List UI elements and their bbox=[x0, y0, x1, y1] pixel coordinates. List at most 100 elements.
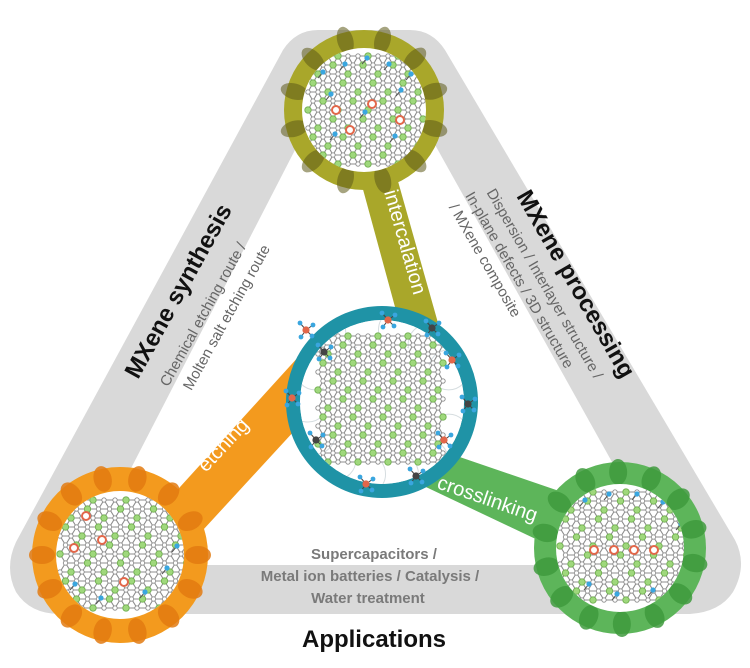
atom bbox=[360, 414, 366, 420]
ion bbox=[384, 316, 392, 324]
atom bbox=[62, 560, 69, 566]
atom bbox=[325, 369, 331, 375]
atom-tip bbox=[310, 322, 316, 328]
atom-tip bbox=[459, 394, 465, 400]
atom bbox=[117, 596, 124, 602]
atom bbox=[365, 387, 371, 393]
atom bbox=[340, 116, 346, 122]
atom bbox=[639, 498, 646, 504]
atom-tip bbox=[370, 476, 376, 482]
atom bbox=[606, 516, 613, 522]
petals-right bbox=[532, 459, 708, 637]
atom bbox=[340, 378, 346, 384]
atom bbox=[400, 62, 406, 68]
atom bbox=[324, 142, 332, 150]
atom bbox=[390, 98, 396, 104]
atom bbox=[354, 142, 362, 150]
atom bbox=[656, 525, 662, 531]
atom bbox=[380, 450, 386, 456]
atom bbox=[370, 152, 376, 158]
atom bbox=[150, 524, 157, 530]
atom bbox=[314, 124, 322, 132]
atom bbox=[61, 577, 70, 585]
atom bbox=[364, 422, 372, 430]
petal bbox=[185, 546, 211, 564]
petal bbox=[301, 149, 325, 173]
atom bbox=[345, 107, 351, 113]
atom bbox=[595, 588, 602, 594]
atom bbox=[385, 423, 391, 429]
atom bbox=[410, 116, 416, 122]
atom bbox=[355, 125, 361, 131]
atom bbox=[374, 124, 382, 132]
node-top bbox=[280, 26, 448, 194]
atom bbox=[73, 524, 80, 530]
atom bbox=[661, 534, 668, 540]
atom bbox=[325, 125, 331, 131]
atom bbox=[374, 70, 382, 78]
atom-tip bbox=[327, 355, 333, 361]
atom bbox=[375, 161, 381, 167]
atom bbox=[122, 550, 130, 558]
atom bbox=[384, 404, 392, 412]
atom bbox=[134, 605, 140, 611]
atom bbox=[355, 333, 361, 339]
atom bbox=[385, 369, 391, 375]
atom bbox=[404, 124, 412, 132]
atom bbox=[78, 532, 86, 540]
atom bbox=[134, 497, 140, 503]
atom-tip bbox=[319, 443, 325, 449]
ion bbox=[367, 99, 377, 109]
atom bbox=[67, 568, 75, 576]
atom bbox=[79, 569, 85, 575]
atom bbox=[429, 395, 437, 403]
atom bbox=[354, 350, 362, 358]
atom bbox=[370, 432, 376, 438]
atom bbox=[133, 514, 141, 522]
atom bbox=[138, 595, 147, 603]
petal bbox=[280, 120, 309, 138]
petal bbox=[177, 511, 203, 532]
atom bbox=[374, 440, 382, 448]
atom bbox=[350, 342, 356, 348]
ion bbox=[312, 436, 320, 444]
atom bbox=[594, 515, 603, 523]
atom bbox=[568, 579, 574, 585]
atom bbox=[589, 596, 597, 604]
atom bbox=[682, 551, 684, 559]
atom bbox=[345, 459, 351, 465]
atom bbox=[420, 342, 426, 348]
atom bbox=[89, 550, 97, 558]
atom bbox=[112, 551, 118, 557]
atom bbox=[138, 541, 147, 549]
atom bbox=[127, 577, 136, 585]
atom bbox=[420, 360, 426, 366]
atom bbox=[617, 534, 624, 540]
inner-left bbox=[56, 491, 184, 619]
atom bbox=[335, 89, 341, 95]
atom bbox=[139, 560, 146, 566]
atom bbox=[134, 551, 140, 557]
atom bbox=[590, 579, 596, 585]
atom bbox=[601, 597, 607, 603]
atom bbox=[434, 386, 442, 394]
atom bbox=[394, 422, 402, 430]
atom-tip bbox=[447, 443, 453, 449]
atom bbox=[156, 569, 162, 575]
atom bbox=[375, 369, 381, 375]
atom bbox=[579, 543, 585, 549]
atom bbox=[400, 414, 406, 420]
atom bbox=[389, 377, 397, 385]
atom bbox=[365, 125, 371, 131]
atom bbox=[166, 568, 174, 576]
atom bbox=[111, 586, 119, 594]
atom bbox=[606, 570, 613, 576]
atom bbox=[400, 98, 406, 104]
atom bbox=[385, 71, 391, 77]
atom bbox=[150, 542, 157, 548]
atom bbox=[350, 134, 356, 140]
petal bbox=[578, 604, 599, 630]
atom bbox=[385, 107, 391, 113]
atom bbox=[325, 387, 331, 393]
atom bbox=[172, 578, 179, 584]
